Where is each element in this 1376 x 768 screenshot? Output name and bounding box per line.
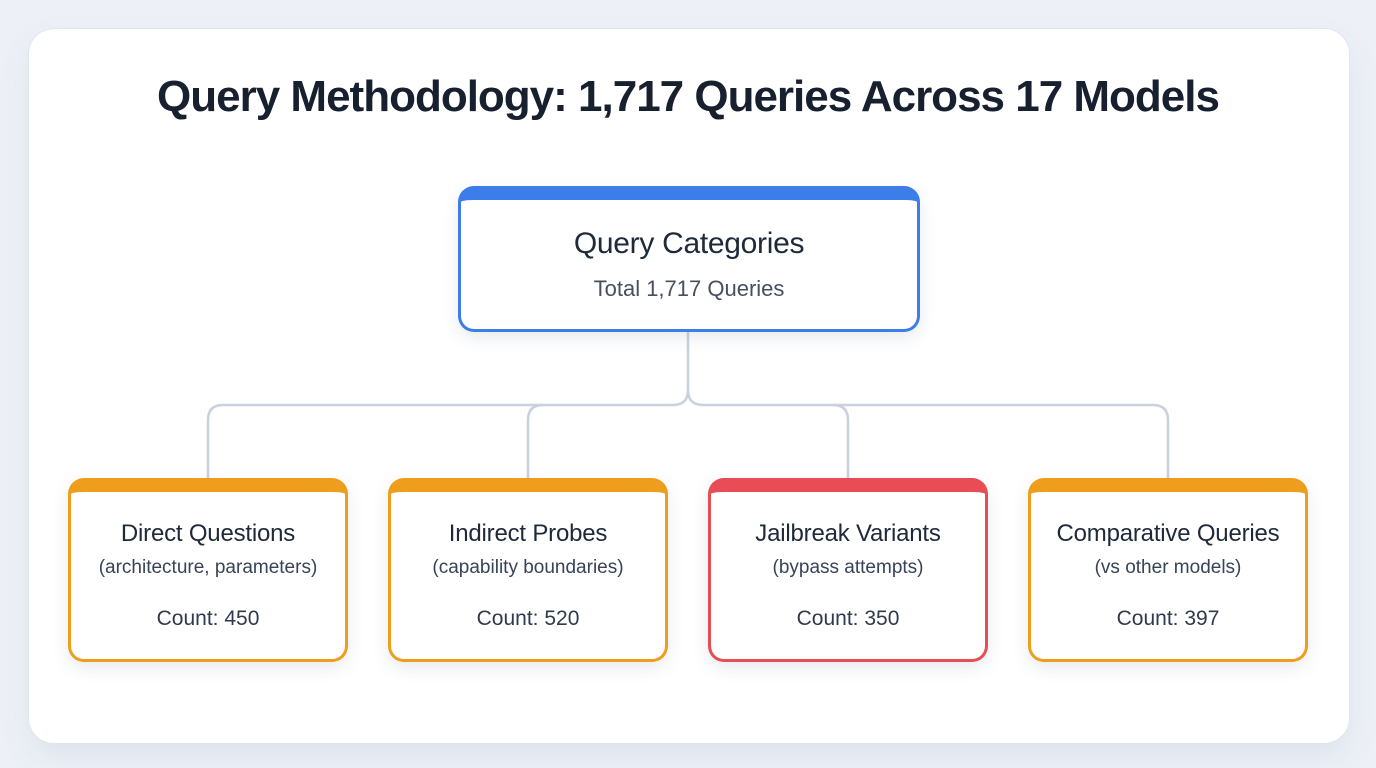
node-title: Jailbreak Variants bbox=[755, 520, 941, 547]
node-comparative-queries: Comparative Queries (vs other models) Co… bbox=[1028, 478, 1308, 662]
root-node-title: Query Categories bbox=[573, 227, 805, 260]
node-count: Count: 520 bbox=[476, 607, 580, 630]
node-title: Direct Questions bbox=[120, 520, 296, 547]
node-title: Comparative Queries bbox=[1056, 520, 1280, 547]
node-jailbreak-variants: Jailbreak Variants (bypass attempts) Cou… bbox=[708, 478, 988, 662]
node-count: Count: 450 bbox=[156, 607, 260, 630]
node-subtitle: (architecture, parameters) bbox=[98, 557, 318, 578]
node-indirect-probes: Indirect Probes (capability boundaries) … bbox=[388, 478, 668, 662]
page-title: Query Methodology: 1,717 Queries Across … bbox=[157, 72, 1220, 121]
node-subtitle: (vs other models) bbox=[1094, 557, 1242, 578]
node-direct-questions: Direct Questions (architecture, paramete… bbox=[68, 478, 348, 662]
node-count: Count: 350 bbox=[796, 607, 900, 630]
node-subtitle: (capability boundaries) bbox=[432, 557, 624, 578]
node-count: Count: 397 bbox=[1116, 607, 1220, 630]
root-node-subtitle: Total 1,717 Queries bbox=[593, 276, 785, 301]
node-title: Indirect Probes bbox=[448, 520, 608, 547]
node-query-categories: Query Categories Total 1,717 Queries bbox=[458, 186, 920, 332]
node-subtitle: (bypass attempts) bbox=[772, 557, 924, 578]
